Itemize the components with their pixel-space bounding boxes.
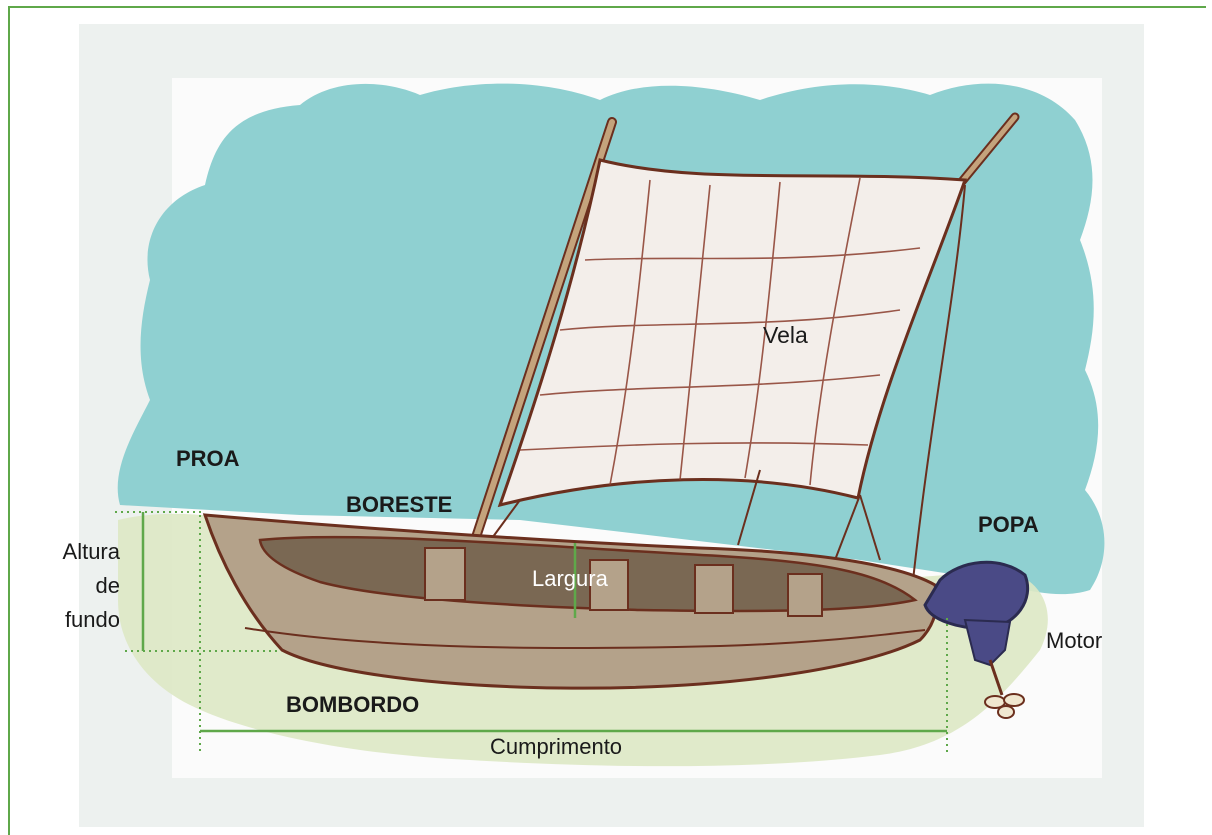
altura-line-3: fundo: [34, 603, 120, 637]
label-bombordo: BOMBORDO: [286, 692, 419, 718]
thwart: [425, 548, 465, 600]
label-proa: PROA: [176, 446, 240, 472]
altura-line-1: Altura: [34, 535, 120, 569]
altura-line-2: de: [34, 569, 120, 603]
label-popa: POPA: [978, 512, 1039, 538]
label-motor: Motor: [1046, 628, 1102, 654]
label-boreste: BORESTE: [346, 492, 452, 518]
label-vela: Vela: [763, 322, 808, 349]
label-largura: Largura: [532, 566, 608, 592]
thwart: [695, 565, 733, 613]
thwart: [788, 574, 822, 616]
label-cumprimento: Cumprimento: [490, 734, 622, 760]
label-altura-de-fundo: Altura de fundo: [34, 535, 120, 637]
